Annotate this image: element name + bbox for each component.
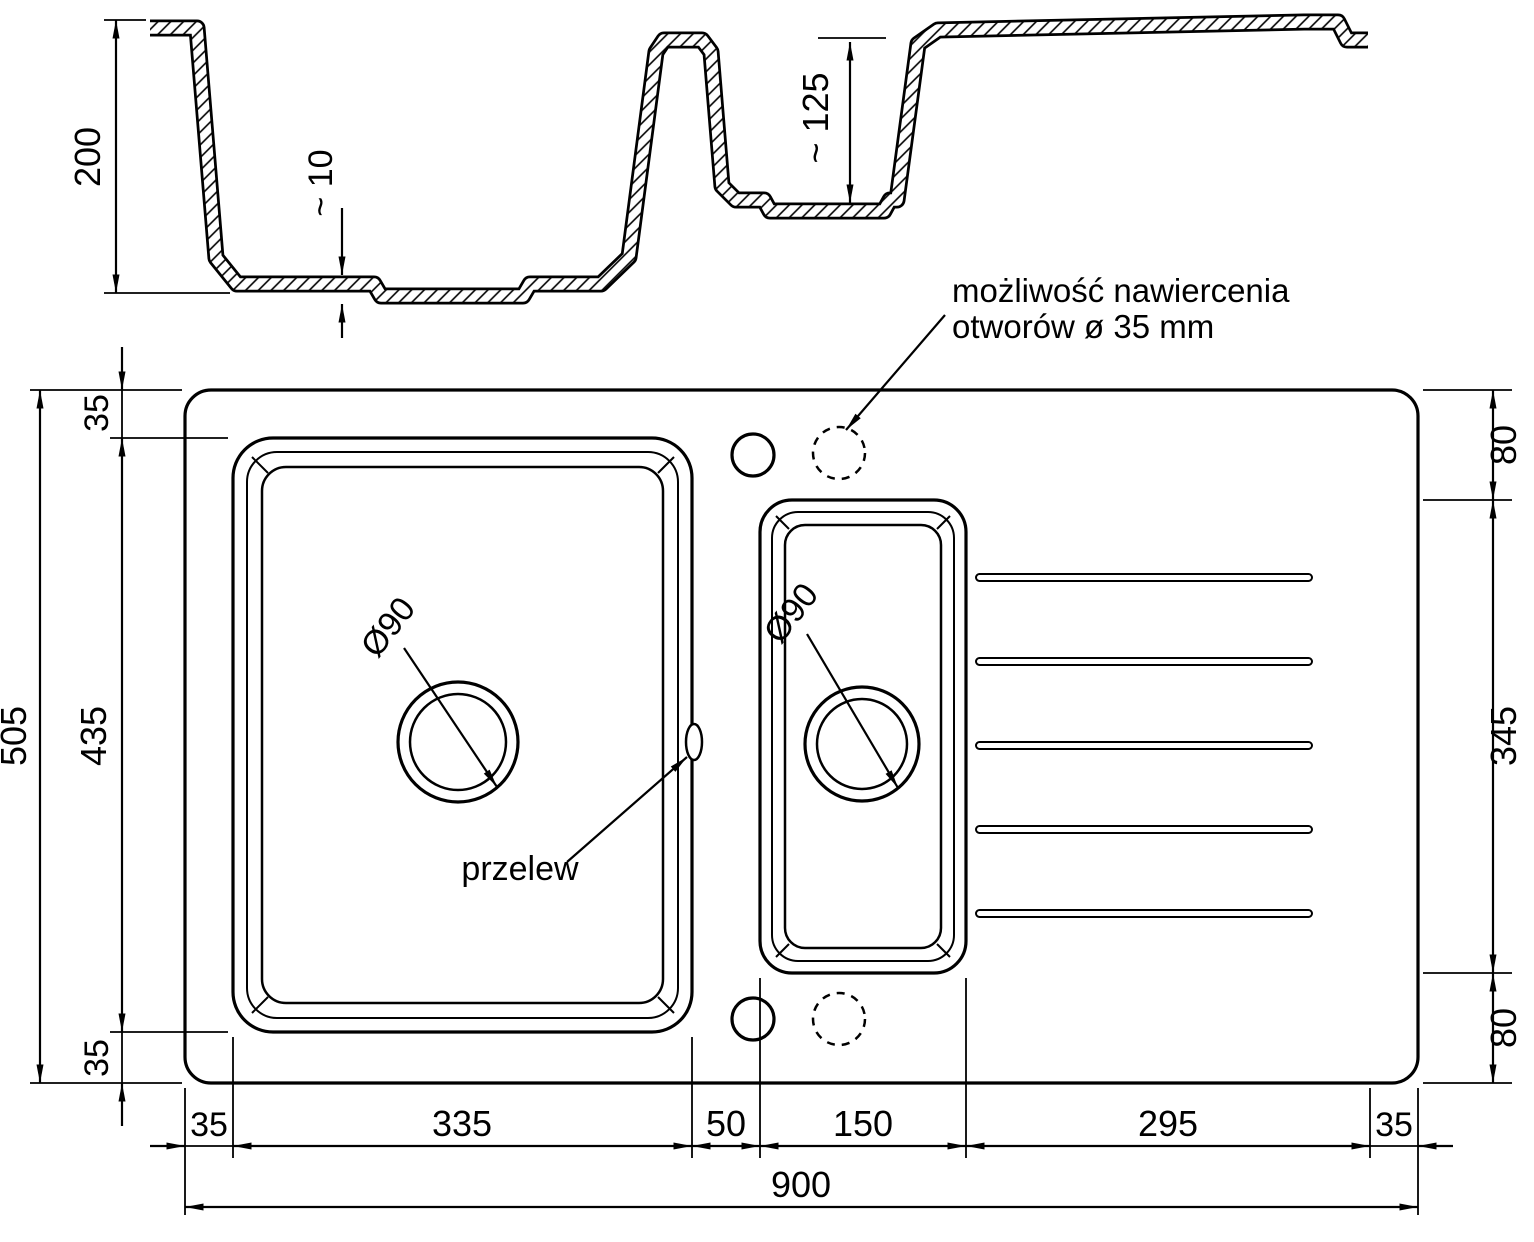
main-bowl-corner-chamfers (251, 456, 675, 1014)
left-dimensions: 505 35 435 35 (0, 347, 228, 1126)
dim-label-900: 900 (771, 1164, 831, 1205)
drainer-grooves (975, 573, 1313, 918)
faucet-hole-bottom (730, 996, 776, 1042)
dim-label-200: 200 (67, 127, 108, 187)
dim-label-80-top: 80 (1483, 425, 1524, 465)
dim-label-345: 345 (1483, 706, 1524, 766)
dim-bowl-depth: 200 (67, 19, 230, 294)
dim-label-150: 150 (833, 1103, 893, 1144)
drill-note-line2: otworów ø 35 mm (952, 308, 1214, 345)
dim-label-50: 50 (706, 1103, 746, 1144)
dim-label-35-left: 35 (190, 1106, 228, 1144)
groove (975, 909, 1313, 918)
extension-lines-bottom (184, 978, 1419, 1215)
overflow-slot (684, 722, 704, 762)
dim-small-bowl-depth: ~ 125 (795, 37, 886, 203)
drill-note: możliwość nawiercenia otworów ø 35 mm (845, 272, 1290, 431)
sink-outline (183, 388, 1420, 1085)
dim-label-435: 435 (73, 706, 114, 766)
dim-label-505: 505 (0, 706, 34, 766)
overflow-callout: przelew (461, 722, 704, 888)
dim-bottom-recess: ~ 10 (302, 149, 346, 338)
drill-note-line1: możliwość nawiercenia (952, 272, 1290, 309)
main-drain (396, 680, 520, 804)
small-bowl-corner-chamfers (775, 515, 951, 958)
small-drain (803, 685, 921, 803)
optional-hole-bottom (811, 991, 867, 1047)
dim-label-10: ~ 10 (302, 149, 340, 216)
overflow-label: przelew (461, 850, 579, 888)
groove (975, 825, 1313, 834)
bottom-dimensions: 35 335 50 150 295 35 900 (150, 978, 1453, 1215)
dim-label-335: 335 (432, 1103, 492, 1144)
dim-label-35-bottom: 35 (78, 1039, 116, 1077)
dim-label-80-bottom: 80 (1483, 1008, 1524, 1048)
extension-lines-right (1423, 389, 1512, 1084)
optional-hole-top (811, 425, 867, 481)
cross-section-view: 200 ~ 10 ~ 125 (67, 13, 1368, 338)
groove (975, 657, 1313, 666)
dim-label-35-top: 35 (78, 394, 116, 432)
dim-label-125: ~ 125 (795, 72, 836, 163)
cross-section-wall-hatch (150, 16, 1368, 302)
dim-label-35-right: 35 (1375, 1106, 1413, 1144)
right-dimensions: 80 345 80 (1423, 389, 1524, 1084)
extension-lines-left (30, 389, 228, 1084)
dim-label-295: 295 (1138, 1103, 1198, 1144)
faucet-hole-top (730, 432, 776, 478)
groove (975, 573, 1313, 582)
faucet-holes (730, 425, 867, 1047)
groove (975, 741, 1313, 750)
